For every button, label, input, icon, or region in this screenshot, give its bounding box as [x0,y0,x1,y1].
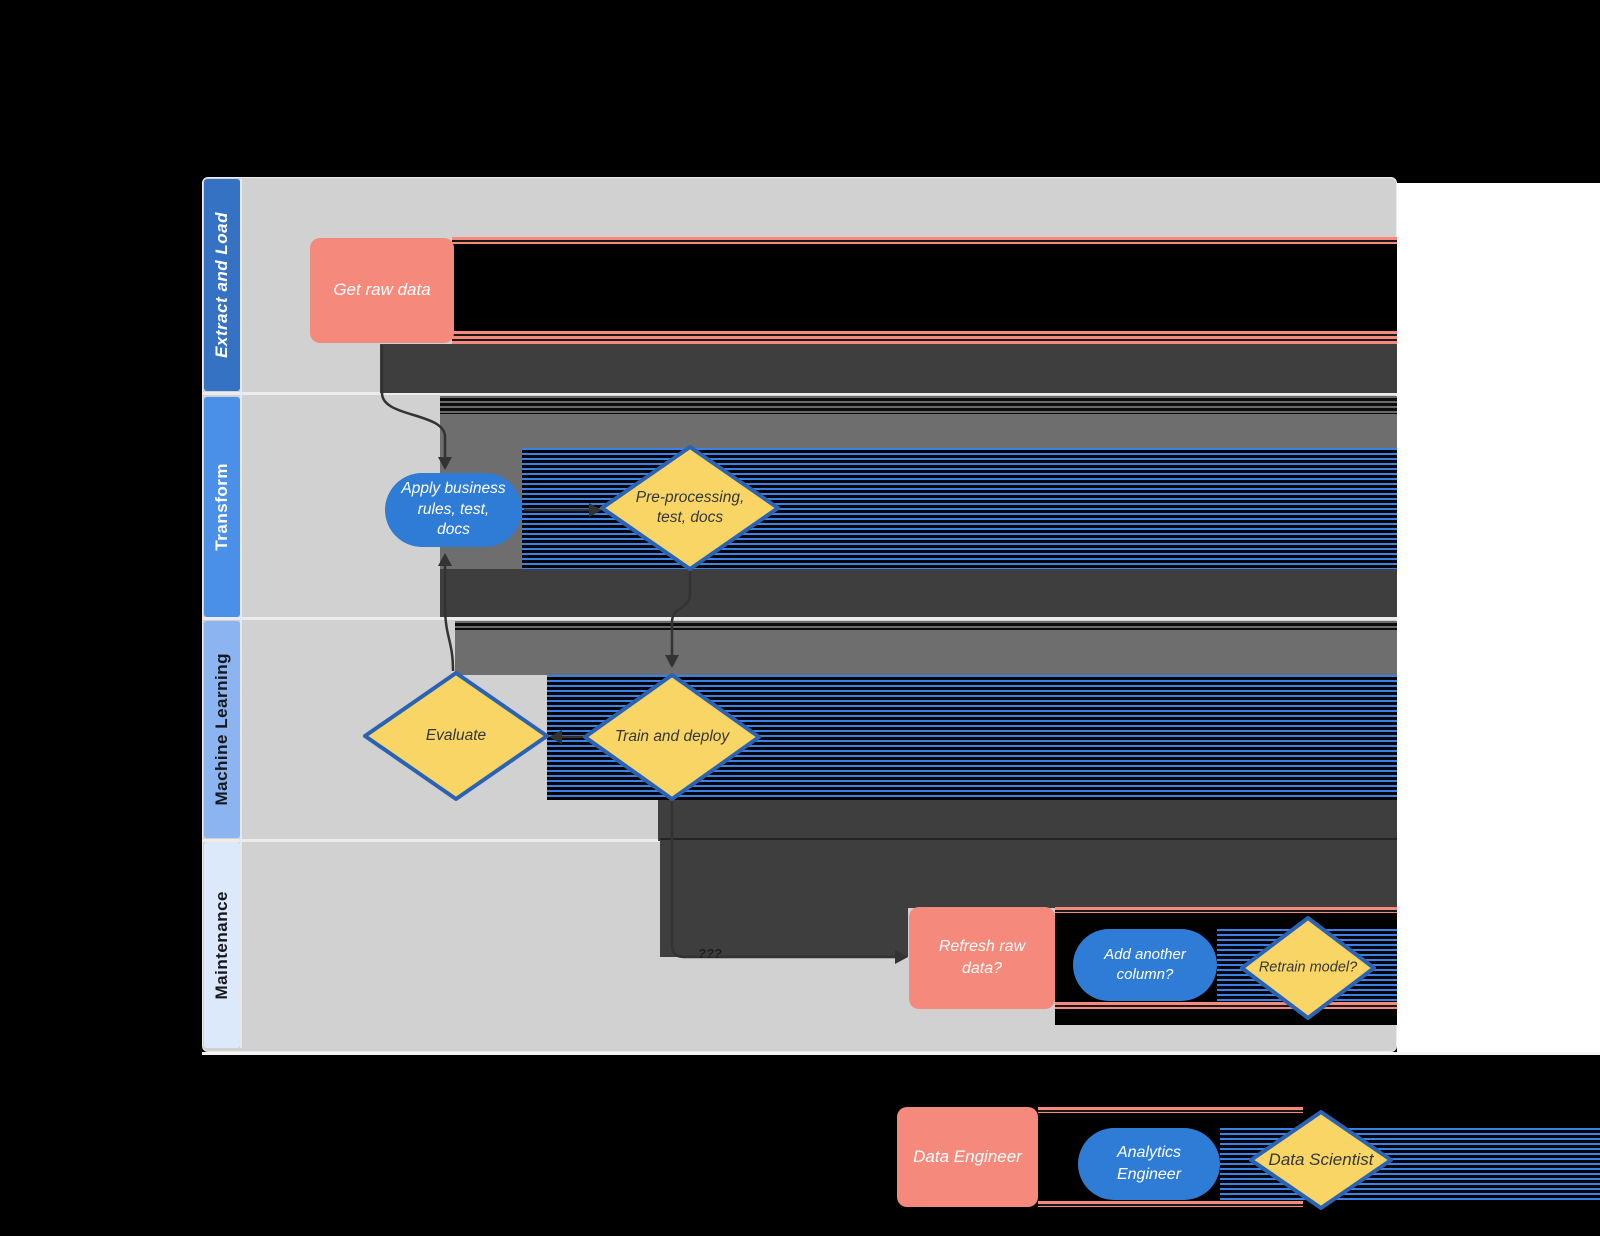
arrowhead-left-evaluate [549,730,562,744]
glitch-band-salmon-maintenance-bottom [1055,1002,1397,1009]
node-get-raw-data[interactable]: Get raw data [310,238,454,343]
legend-data-scientist-label: Data Scientist [1268,1149,1374,1169]
glitch-band-dark-transform-top [440,396,1397,414]
legend-label: Data Engineer [913,1146,1022,1166]
legend-analytics-engineer: Analytics Engineer [1078,1128,1220,1200]
glitch-band-salmon-top [452,237,1397,244]
node-apply-business-rules[interactable]: Apply business rules, test, docs [385,473,522,547]
node-add-another-column[interactable]: Add another column? [1073,929,1217,1001]
connector-preprocessing-to-train [670,571,692,658]
node-retrain-model-label: Retrain model? [1258,959,1358,976]
node-label: Apply business rules, test, docs [401,479,506,539]
legend-data-engineer: Data Engineer [897,1107,1038,1207]
glitch-canvas-bottom-line [202,1052,1600,1055]
glitch-band-charcoal-transform [440,569,1397,617]
lane-header-extract-and-load: Extract and Load [204,179,240,391]
lane-boundary-over-charcoal [660,838,1397,840]
glitch-band-charcoal-maintenance [660,841,1397,908]
legend-data-scientist-diamond [1249,1110,1393,1210]
node-train-and-deploy-label: Train and deploy [614,727,730,745]
connector-evaluate-to-applyrules [443,563,455,672]
glitch-band-charcoal-extract [380,344,1397,393]
node-label: Refresh raw data? [938,938,1026,977]
glitch-band-salmon-maintenance-top [1055,907,1397,913]
node-evaluate-diamond[interactable] [363,671,549,801]
glitch-band-salmon-legend-bottom [1038,1201,1303,1207]
lane-header-maintenance: Maintenance [204,842,240,1048]
arrowhead-right-preprocessing [589,503,602,517]
node-preprocessing-label: Pre-processing, test, docs [635,488,745,526]
glitch-band-black-extract [452,244,1397,331]
lane-header-machine-learning: Machine Learning [204,621,240,838]
glitch-band-dark-ml-top [455,621,1397,630]
connector-train-to-refresh [670,801,898,959]
connector-getrawdata-to-applyrules [380,345,447,460]
node-refresh-raw-data[interactable]: Refresh raw data? [909,907,1055,1009]
page-right-margin [1397,183,1600,1052]
glitch-band-charcoal-maintenance-left [660,908,908,957]
arrowhead-right-refresh [895,950,908,964]
glitch-band-gray-ml [455,630,1397,675]
glitch-band-salmon-bottom [452,331,1397,344]
arrowhead-down-train [665,655,679,668]
node-label: Get raw data [333,280,431,300]
arrowhead-down-applyrules [438,457,452,470]
connector-label-question-marks: ??? [698,946,722,961]
glitch-band-salmon-legend-top [1038,1107,1303,1113]
lane-header-transform: Transform [204,397,240,617]
node-preprocessing-diamond[interactable] [600,445,780,571]
glitch-band-charcoal-ml [658,800,1397,841]
lane-separator-1 [202,392,1396,395]
node-train-and-deploy-diamond[interactable] [583,673,761,801]
node-retrain-model-diamond[interactable] [1240,916,1376,1020]
node-evaluate-label: Evaluate [425,726,487,744]
legend-label: Analytics Engineer [1116,1144,1182,1183]
node-label: Add another column? [1104,945,1186,983]
lane-separator-2 [202,617,1396,620]
lane-header-gap [240,179,242,1048]
arrowhead-up-applyrules [438,553,452,566]
